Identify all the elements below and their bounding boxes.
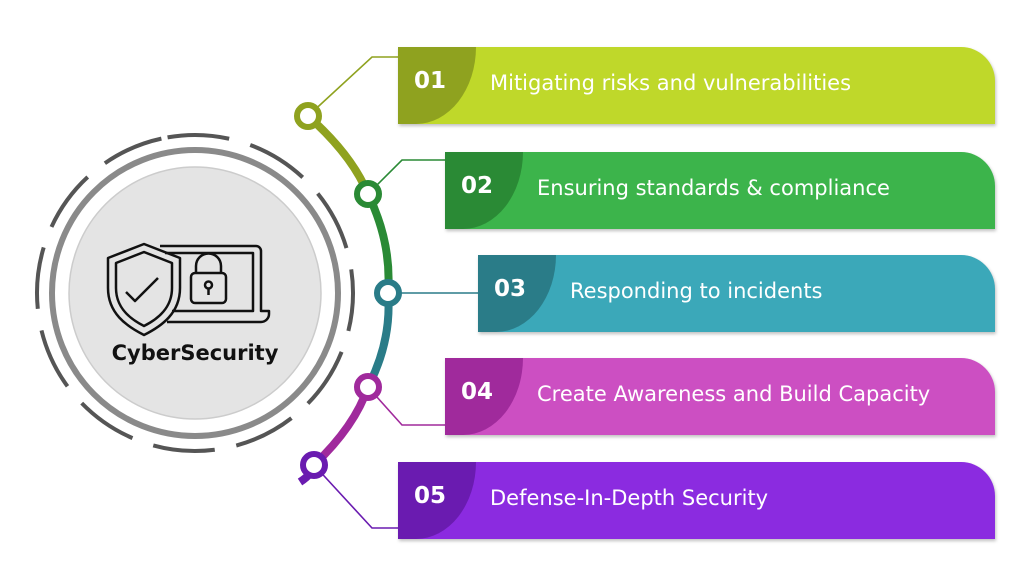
item-bar-01: 01 Mitigating risks and vulnerabilities bbox=[398, 47, 995, 124]
item-label: Mitigating risks and vulnerabilities bbox=[490, 70, 852, 95]
center-rings bbox=[35, 133, 355, 453]
connector-line bbox=[307, 56, 398, 117]
item-bar-03: 03 Responding to incidents bbox=[478, 255, 995, 332]
timeline-node bbox=[354, 373, 382, 401]
item-label: Create Awareness and Build Capacity bbox=[537, 381, 931, 406]
item-number: 03 bbox=[478, 255, 556, 332]
item-number: 05 bbox=[398, 462, 476, 539]
arc-segment bbox=[364, 192, 393, 294]
timeline-node bbox=[300, 451, 328, 479]
timeline-node bbox=[294, 102, 322, 130]
item-bar-05: 05 Defense-In-Depth Security bbox=[398, 462, 995, 539]
connector-line bbox=[367, 386, 445, 426]
item-number: 02 bbox=[445, 152, 523, 229]
item-number: 04 bbox=[445, 358, 523, 435]
connector-line bbox=[313, 464, 398, 529]
item-label: Defense-In-Depth Security bbox=[490, 485, 769, 510]
arc-segment bbox=[305, 113, 372, 196]
center-title: CyberSecurity bbox=[111, 341, 279, 365]
timeline-node bbox=[354, 180, 382, 208]
timeline-node bbox=[374, 279, 402, 307]
arc-segment bbox=[311, 385, 372, 468]
item-bar-04: 04 Create Awareness and Build Capacity bbox=[445, 358, 995, 435]
item-label: Ensuring standards & compliance bbox=[537, 175, 890, 200]
connector-line bbox=[367, 159, 445, 195]
shield-laptop-lock-icon bbox=[106, 242, 271, 337]
item-label: Responding to incidents bbox=[570, 278, 823, 303]
item-bar-02: 02 Ensuring standards & compliance bbox=[445, 152, 995, 229]
item-number: 01 bbox=[398, 47, 476, 124]
arc-segment bbox=[364, 292, 393, 389]
timeline-arc bbox=[294, 56, 478, 529]
